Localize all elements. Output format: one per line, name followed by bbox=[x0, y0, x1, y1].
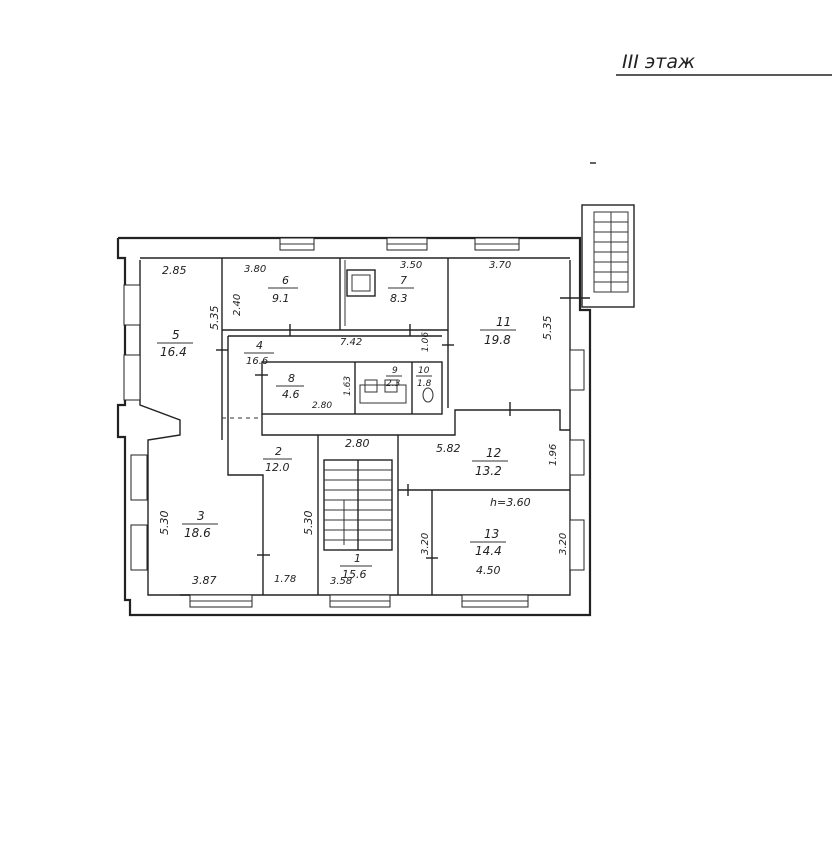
fixtures bbox=[346, 269, 434, 404]
room-area: 8.3 bbox=[390, 292, 408, 305]
floor-title: III этаж bbox=[622, 51, 695, 73]
room-10: 10 1.8 bbox=[416, 366, 432, 389]
room-area: 14.4 bbox=[475, 544, 502, 558]
room-7: 7 8.3 bbox=[388, 274, 414, 305]
room-area: 13.2 bbox=[475, 464, 502, 478]
dim-label: 5.82 bbox=[436, 442, 461, 455]
room-number: 11 bbox=[496, 315, 511, 329]
room-area: 19.8 bbox=[484, 333, 511, 347]
room-area: 15.6 bbox=[342, 568, 367, 581]
room-area: 2.3 bbox=[386, 379, 401, 389]
room-9: 9 2.3 bbox=[386, 366, 402, 389]
dim-label: 3.20 bbox=[558, 533, 569, 555]
room-number: 6 bbox=[282, 274, 289, 287]
room-area: 4.6 bbox=[282, 388, 300, 401]
dim-label: 1.78 bbox=[274, 574, 296, 585]
room-13: 13 14.4 bbox=[470, 527, 506, 558]
dim-label: 2.80 bbox=[345, 437, 370, 450]
interior-walls bbox=[221, 258, 570, 595]
room-number: 9 bbox=[392, 366, 398, 376]
dim-label: 2.40 bbox=[232, 294, 243, 316]
room-number: 1 bbox=[354, 552, 361, 565]
room-1: 1 15.6 bbox=[340, 552, 372, 581]
room-number: 2 bbox=[275, 445, 282, 458]
dim-label: 3.80 bbox=[244, 264, 266, 275]
room-6: 6 9.1 bbox=[268, 274, 298, 305]
room-number: 8 bbox=[288, 372, 295, 385]
dim-label: 2.80 bbox=[312, 401, 332, 411]
dim-label: 2.85 bbox=[162, 264, 187, 277]
dim-label: 1.63 bbox=[343, 376, 353, 396]
room-3: 3 18.6 bbox=[182, 509, 218, 540]
dim-label: 5.30 bbox=[158, 511, 171, 536]
room-area: 18.6 bbox=[184, 526, 211, 540]
dim-label: 5.35 bbox=[541, 316, 554, 341]
dim-label: 7.42 bbox=[340, 337, 362, 348]
room-number: 13 bbox=[484, 527, 499, 541]
outside-stair bbox=[560, 204, 635, 308]
room-5: 5 16.4 bbox=[157, 328, 193, 359]
room-area: 16.4 bbox=[160, 345, 187, 359]
dim-label: h=3.60 bbox=[490, 496, 531, 509]
room-number: 10 bbox=[418, 366, 430, 376]
room-11: 11 19.8 bbox=[480, 315, 516, 347]
dim-label: 4.50 bbox=[476, 564, 501, 577]
dim-label: 3.70 bbox=[489, 260, 511, 271]
room-number: 12 bbox=[486, 446, 501, 460]
room-area: 12.0 bbox=[265, 461, 290, 474]
dim-label: 5.35 bbox=[208, 306, 221, 331]
room-number: 4 bbox=[256, 339, 263, 352]
windows bbox=[123, 237, 585, 608]
room-area: 16.6 bbox=[246, 356, 268, 367]
room-8: 8 4.6 bbox=[276, 372, 304, 401]
room-area: 9.1 bbox=[272, 292, 290, 305]
dim-label: 1.96 bbox=[548, 444, 559, 466]
room-2: 2 12.0 bbox=[263, 445, 292, 474]
dimension-labels: 2.85 3.80 3.50 3.70 5.35 2.40 7.42 1.06 … bbox=[158, 260, 569, 587]
room-area: 1.8 bbox=[417, 379, 432, 389]
door-marks bbox=[216, 324, 511, 559]
room-4: 4 16.6 bbox=[244, 339, 274, 367]
dim-label: 3.87 bbox=[192, 574, 217, 587]
room-number: 5 bbox=[172, 328, 180, 342]
dim-label: 3.58 bbox=[330, 576, 352, 587]
central-stair bbox=[323, 459, 393, 551]
dim-label: 3.20 bbox=[420, 533, 431, 555]
dim-label: 1.06 bbox=[421, 332, 431, 352]
dim-label: 3.50 bbox=[400, 260, 422, 271]
room-number: 7 bbox=[400, 274, 407, 287]
dim-label: 5.30 bbox=[302, 511, 315, 536]
room-number: 3 bbox=[197, 509, 205, 523]
room-12: 12 13.2 bbox=[472, 446, 508, 478]
